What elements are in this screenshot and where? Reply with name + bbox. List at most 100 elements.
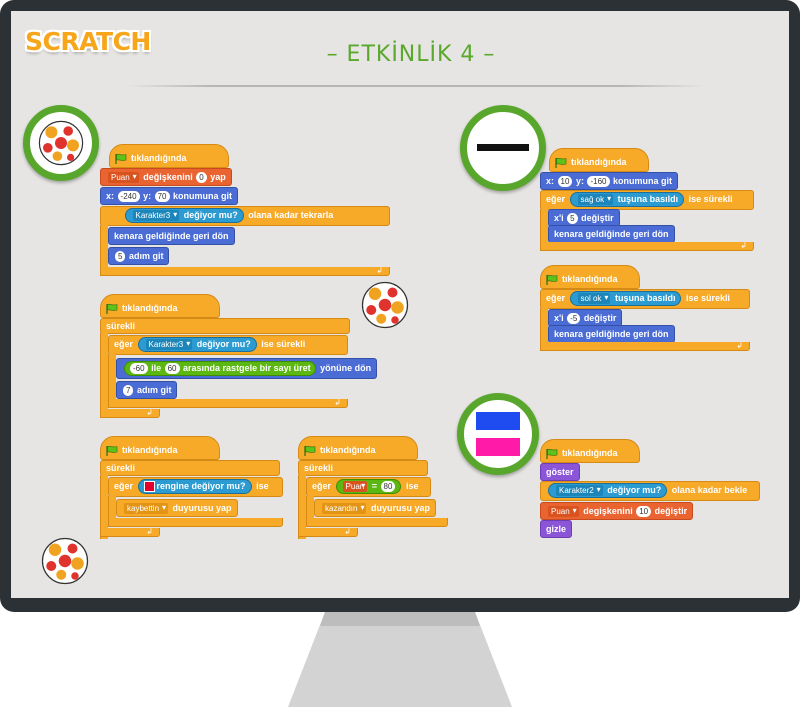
show-block[interactable]: göster <box>540 463 580 481</box>
key-pressed-sensing-block[interactable]: sol ok tuşuna basıldı <box>569 291 682 307</box>
hat-label: tıklandığında <box>122 445 178 455</box>
block-label: ise sürekli <box>685 293 731 303</box>
hide-block[interactable]: gizle <box>540 520 573 538</box>
block-label: ise sürekli <box>261 339 306 349</box>
point-in-direction-block[interactable]: -60 ile 60 arasında rastgele bir sayı ür… <box>116 358 378 379</box>
when-flag-clicked-hat[interactable]: tıklandığında <box>540 439 640 463</box>
change-input[interactable]: 5 <box>567 213 578 225</box>
y-input[interactable]: -160 <box>587 176 610 188</box>
if-block[interactable]: eğer Puan = 80 ise <box>306 477 431 497</box>
block-label: rengine değiyor mu? <box>156 481 246 492</box>
key-dropdown[interactable]: sol ok <box>577 292 611 305</box>
equals-operator[interactable]: Puan = 80 <box>335 479 402 495</box>
if-block[interactable]: eğer sol ok tuşuna basıldı ise sürekli <box>540 289 750 309</box>
message-dropdown[interactable]: kaybettin <box>124 502 169 515</box>
when-flag-clicked-hat[interactable]: tıklandığında <box>100 436 220 460</box>
key-dropdown[interactable]: sağ ok <box>577 193 614 206</box>
line-sprite-ring[interactable] <box>460 105 546 191</box>
green-flag-icon <box>546 274 558 285</box>
key-pressed-sensing-block[interactable]: sağ ok tuşuna basıldı <box>569 192 685 208</box>
go-to-xy-block[interactable]: x: 10 y: -160 konumuna git <box>540 172 679 190</box>
touching-sensing-block[interactable]: Karakter2 değiyor mu? <box>548 483 668 499</box>
when-flag-clicked-hat[interactable]: tıklandığında <box>549 148 649 172</box>
if-block[interactable]: eğer Karakter3 değiyor mu? ise sürekli <box>108 335 348 355</box>
variable-dropdown[interactable]: Puan <box>548 505 579 518</box>
value-input[interactable]: 80 <box>380 481 396 493</box>
repeat-until-block[interactable]: Karakter3 değiyor mu? olana kadar tekrar… <box>100 206 390 226</box>
when-flag-clicked-hat[interactable]: tıklandığında <box>298 436 418 460</box>
wait-until-block[interactable]: Karakter2 değiyor mu? olana kadar bekle <box>540 481 760 501</box>
block-label: x: <box>106 191 115 201</box>
touching-sensing-block[interactable]: Karakter3 değiyor mu? <box>124 208 244 224</box>
c-block-bottom: ↲ <box>100 408 160 418</box>
move-steps-block[interactable]: 5 adım git <box>108 247 170 265</box>
if-block[interactable]: eğer rengine değiyor mu? ise <box>108 477 283 497</box>
steps-input[interactable]: 7 <box>123 385 134 397</box>
sprite-dropdown[interactable]: Karakter3 <box>132 209 180 222</box>
c-block-bottom <box>306 518 448 527</box>
sprite-dropdown[interactable]: Karakter2 <box>556 484 603 497</box>
broadcast-block[interactable]: kaybettin duyurusu yap <box>116 499 238 517</box>
hat-label: tıklandığında <box>562 274 618 284</box>
touching-color-sensing-block[interactable]: rengine değiyor mu? <box>137 479 252 495</box>
variable-dropdown[interactable]: Puan <box>108 171 139 184</box>
hat-label: tıklandığında <box>562 448 618 458</box>
random-from-input[interactable]: -60 <box>130 363 148 375</box>
scratch-logo: SCRATCH <box>25 27 151 56</box>
bounce-block[interactable]: kenara geldiğinde geri dön <box>548 325 675 343</box>
when-flag-clicked-hat[interactable]: tıklandığında <box>100 294 220 318</box>
go-to-xy-block[interactable]: x: -240 y: 70 konumuna git <box>100 187 239 205</box>
block-label: sürekli <box>106 321 136 331</box>
block-label: adım git <box>128 251 164 261</box>
hat-label: tıklandığında <box>571 157 627 167</box>
bounce-block[interactable]: kenara geldiğinde geri dön <box>548 225 675 243</box>
block-label: olana kadar bekle <box>671 485 748 495</box>
touching-sensing-block[interactable]: Karakter3 değiyor mu? <box>137 337 257 353</box>
move-steps-block[interactable]: 7 adım git <box>116 381 178 399</box>
block-label: sürekli <box>106 463 136 473</box>
block-label: ise sürekli <box>688 194 733 204</box>
broadcast-block[interactable]: kazandın duyurusu yap <box>314 499 436 517</box>
when-flag-clicked-hat[interactable]: tıklandığında <box>540 265 640 289</box>
color-swatch[interactable] <box>143 481 155 493</box>
forever-block[interactable]: sürekli <box>100 318 350 334</box>
block-label: değiştir <box>581 213 614 223</box>
block-label: eğer <box>546 194 566 204</box>
change-input[interactable]: -5 <box>567 313 581 325</box>
forever-block[interactable]: sürekli <box>298 460 428 476</box>
x-input[interactable]: -240 <box>117 191 140 203</box>
c-block-wall <box>540 308 548 348</box>
c-block-bottom: ↲ <box>100 266 390 276</box>
ball-sprite-ring[interactable] <box>23 105 99 181</box>
green-flag-icon <box>304 445 316 456</box>
bounce-block[interactable]: kenara geldiğinde geri dön <box>108 227 235 245</box>
value-input[interactable]: 10 <box>636 506 652 518</box>
steps-input[interactable]: 5 <box>115 251 126 263</box>
change-variable-block[interactable]: Puan degişkenini 10 değiştir <box>540 502 694 520</box>
set-variable-block[interactable]: Puan değişkenini 0 yap <box>100 168 232 186</box>
when-flag-clicked-hat[interactable]: tıklandığında <box>109 144 229 168</box>
random-to-input[interactable]: 60 <box>164 363 180 375</box>
variable-reporter[interactable]: Puan <box>342 480 368 493</box>
block-label: değiyor mu? <box>607 485 662 496</box>
c-block-wall <box>100 333 108 411</box>
value-input[interactable]: 0 <box>196 172 207 184</box>
hat-label: tıklandığında <box>122 303 178 313</box>
c-block-wall <box>100 225 108 271</box>
c-block-bottom: ↲ <box>540 341 750 351</box>
forever-block[interactable]: sürekli <box>100 460 280 476</box>
y-input[interactable]: 70 <box>154 191 170 203</box>
block-label: eğer <box>546 293 566 303</box>
pick-random-operator[interactable]: -60 ile 60 arasında rastgele bir sayı ür… <box>124 361 316 377</box>
x-input[interactable]: 10 <box>557 176 573 188</box>
polka-dot-ball-icon <box>41 537 89 585</box>
c-block-bottom: ↲ <box>108 398 348 408</box>
c-block-wall <box>100 475 108 539</box>
green-flag-icon <box>115 153 127 164</box>
message-dropdown[interactable]: kazandın <box>322 502 367 515</box>
box-sprite-ring[interactable] <box>457 393 539 475</box>
if-block[interactable]: eğer sağ ok tuşuna basıldı ise sürekli <box>540 190 754 210</box>
sprite-dropdown[interactable]: Karakter3 <box>145 338 193 351</box>
block-label: ise <box>405 481 419 491</box>
